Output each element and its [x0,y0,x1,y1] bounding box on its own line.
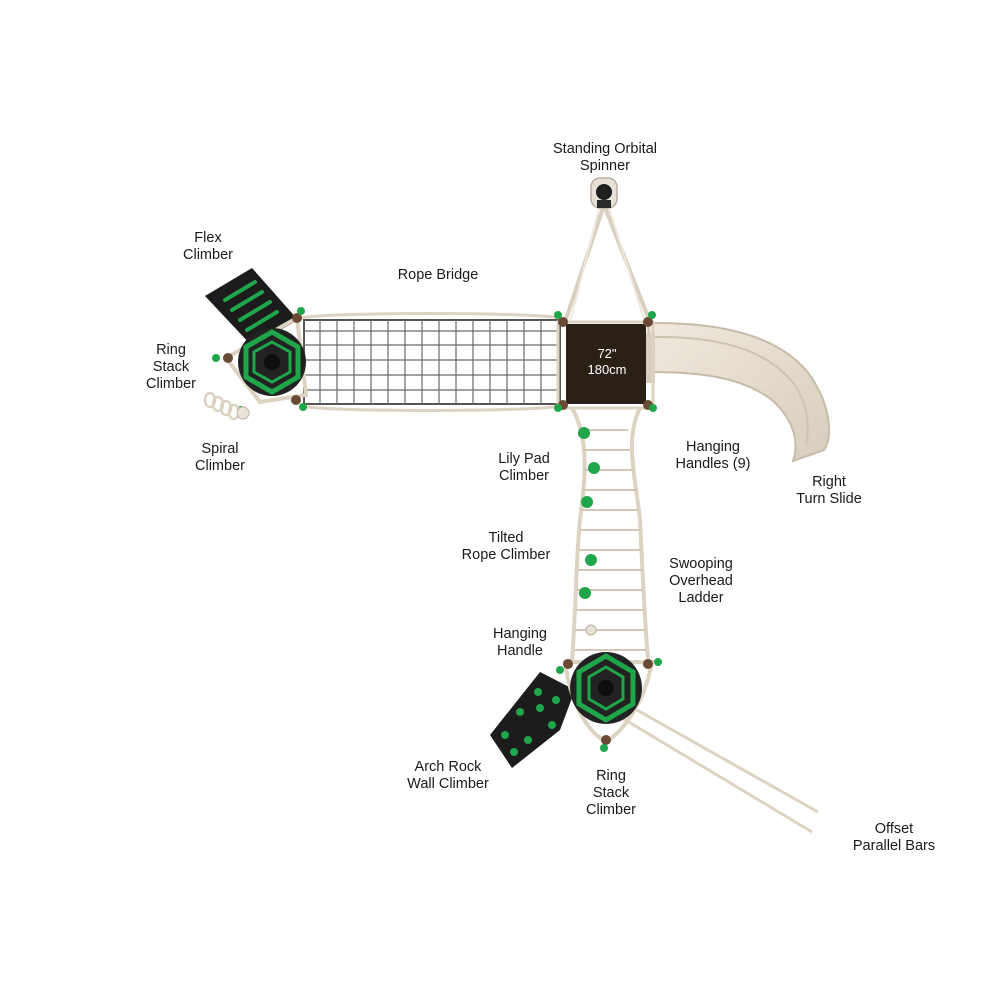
label-right-turn-slide: Right Turn Slide [796,474,862,507]
deck-height-in: 72" [597,346,617,361]
label-spiral-climber: Spiral Climber [195,441,245,474]
label-tilted-rope-climber: Tilted Rope Climber [461,530,551,563]
rope-bridge [299,312,561,412]
label-hanging-handle: Hanging Handle [492,626,547,659]
label-ring-stack-climber-bottom: Ring Stack Climber [586,768,636,818]
ring-stack-climber-bottom [556,652,662,752]
swooping-overhead-ladder [570,407,650,661]
label-swooping-overhead-ladder: Swooping Overhead Ladder [669,556,733,606]
main-deck [554,311,657,412]
ring-stack-climber-left [212,307,309,414]
label-flex-climber: Flex Climber [183,230,233,263]
label-rope-bridge: Rope Bridge [397,267,479,283]
lily-pad-climber [578,427,600,636]
offset-parallel-bars [621,703,819,834]
label-hanging-handles: Hanging Handles (9) [675,439,751,472]
label-ring-stack-climber-left: Ring Stack Climber [146,342,196,392]
standing-orbital-spinner [563,177,652,323]
deck-height-cm: 180cm [587,362,627,377]
label-standing-orbital-spinner: Standing Orbital Spinner [553,141,657,174]
label-lily-pad-climber: Lily Pad Climber [498,451,550,484]
flex-climber [205,268,298,346]
label-arch-rock-wall-climber: Arch Rock Wall Climber [407,759,489,792]
label-offset-parallel-bars: Offset Parallel Bars [852,821,936,854]
spiral-climber [203,391,250,421]
arch-rock-wall-climber [490,672,575,768]
deck-height-label: 72" 180cm [567,346,647,378]
right-turn-slide [645,321,830,463]
